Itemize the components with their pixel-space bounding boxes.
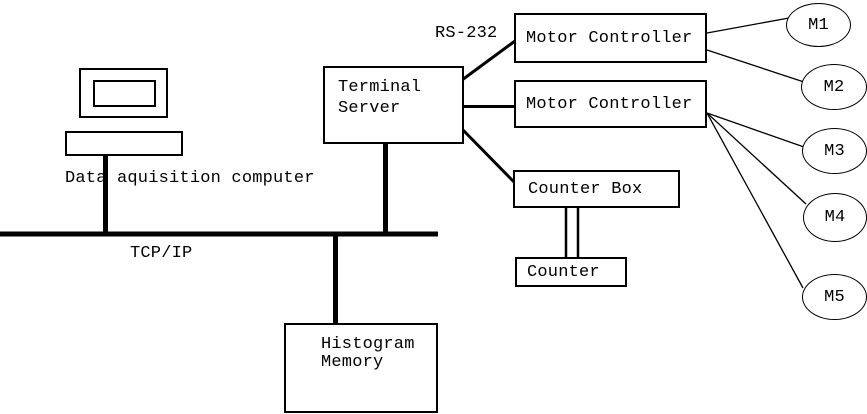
counter-node: Counter [515, 257, 627, 287]
terminal-server-label-line2: Server [338, 99, 401, 118]
motor-m2-node: M2 [801, 64, 867, 110]
motor-m2-label: M2 [823, 77, 845, 97]
motor-controller-1-to-m2-line [706, 49, 805, 83]
computer-keyboard-icon [65, 131, 183, 156]
motor-m5-label: M5 [824, 287, 845, 307]
motor-controller-2-to-m4-line [706, 112, 807, 205]
motor-controller-2-to-m5-line [706, 112, 804, 289]
computer-monitor-icon [79, 68, 168, 118]
motor-controller-1-label: Motor Controller [526, 28, 693, 48]
counter-box-node: Counter Box [513, 170, 680, 208]
rs232-link-label: RS-232 [435, 24, 498, 43]
motor-m1-label: M1 [808, 15, 829, 35]
motor-controller-2-to-m3-line [706, 112, 805, 148]
motor-m3-node: M3 [802, 128, 867, 174]
motor-controller-2-label: Motor Controller [526, 94, 693, 114]
counter-label: Counter [527, 262, 600, 282]
histogram-memory-node: Histogram Memory [284, 323, 438, 413]
motor-m4-node: M4 [803, 193, 867, 242]
motor-m3-label: M3 [824, 141, 845, 161]
histogram-memory-label-line2: Memory [321, 353, 384, 372]
motor-controller-1-node: Motor Controller [514, 13, 707, 63]
counter-box-label: Counter Box [528, 179, 643, 199]
tcpip-bus-label: TCP/IP [130, 244, 193, 263]
terminal-server-to-motor-controller-1-line [461, 39, 516, 82]
motor-m5-node: M5 [802, 274, 867, 320]
terminal-server-node: Terminal Server [323, 66, 464, 144]
motor-controller-1-to-m1-line [706, 17, 790, 34]
histogram-memory-label-line1: Histogram [321, 335, 415, 354]
data-acquisition-computer-label: Data aquisition computer [65, 169, 315, 188]
terminal-server-to-counter-box-line [460, 127, 517, 185]
motor-m4-label: M4 [824, 208, 846, 227]
terminal-server-label-line1: Terminal [338, 78, 422, 97]
computer-screen-icon [93, 80, 156, 107]
motor-controller-2-node: Motor Controller [514, 80, 707, 128]
motor-m1-node: M1 [786, 3, 851, 47]
